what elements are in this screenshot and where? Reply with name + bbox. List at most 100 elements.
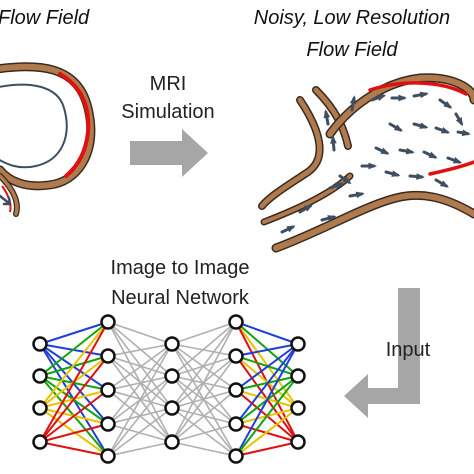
network-node (290, 336, 306, 352)
flow-arrow-head (393, 124, 403, 132)
network-edge (235, 343, 299, 391)
network-edge (235, 441, 299, 457)
mri-label-line1: MRI (150, 73, 187, 95)
network-node (100, 448, 116, 464)
network-node (164, 336, 180, 352)
flow-arrow-head (439, 180, 449, 188)
network-edge (39, 355, 109, 443)
network-node (100, 382, 116, 398)
network-edge (107, 343, 173, 425)
ground-truth-title: Flow Field (0, 7, 90, 29)
network-node (32, 434, 48, 450)
flow-arrow-head (334, 182, 345, 189)
network-node (100, 348, 116, 364)
flow-arrow-head (452, 157, 463, 164)
flow-arrow-head (368, 162, 377, 170)
network-edge (171, 389, 237, 443)
network-edge (107, 321, 173, 377)
network-edge (171, 321, 237, 443)
network-edge (171, 343, 237, 391)
network-edge (171, 423, 237, 443)
flow-arrow-head (327, 215, 337, 222)
ground-truth-vessel (0, 62, 96, 217)
network-node (228, 314, 244, 330)
noisy-title-line2: Flow Field (306, 39, 398, 61)
network-node (290, 400, 306, 416)
network-edge (39, 321, 109, 443)
flow-arrow-head (303, 204, 313, 212)
noisy-title-line1: Noisy, Low Resolution (254, 7, 450, 29)
network-edge (235, 407, 299, 457)
flow-arrow-head (342, 176, 352, 185)
network-edge (171, 321, 237, 345)
flow-arrow-head (461, 129, 471, 137)
network-node (290, 434, 306, 450)
network-edge (39, 389, 109, 443)
network-edge (235, 321, 299, 345)
network-node (164, 400, 180, 416)
flow-arrow-head (349, 95, 357, 105)
network-edge (107, 343, 173, 357)
network-node (32, 400, 48, 416)
network-edge (39, 441, 109, 457)
network-edge (235, 375, 299, 457)
network-edge (107, 375, 173, 457)
network-node (290, 368, 306, 384)
network-edge (39, 321, 109, 409)
network-node (228, 348, 244, 364)
network-edge (107, 321, 173, 345)
network-edge (235, 343, 299, 425)
network-node (228, 416, 244, 432)
network-edge (107, 321, 173, 409)
network-edge (107, 441, 173, 457)
network-edge (39, 321, 109, 345)
flow-arrow-head (286, 225, 296, 233)
network-edge (171, 343, 237, 425)
network-edge (171, 407, 237, 457)
network-node (164, 434, 180, 450)
network-edge (39, 423, 109, 443)
network-edge (235, 343, 299, 357)
network-node (164, 368, 180, 384)
input-label: Input (386, 339, 431, 361)
flow-arrow-head (428, 151, 438, 159)
network-edge (235, 343, 299, 457)
network-edge (171, 355, 237, 443)
network-edge (107, 355, 173, 409)
flow-arrow-head (455, 117, 463, 127)
network-edge (107, 343, 173, 391)
flow-arrow-head (398, 94, 407, 102)
network-node (100, 314, 116, 330)
flow-arrow-head (416, 173, 425, 180)
flow-arrow-head (419, 91, 429, 99)
network-node (32, 336, 48, 352)
flow-arrow-head (355, 191, 365, 199)
flow-arrow-head (419, 122, 429, 129)
network-node (228, 382, 244, 398)
nn-label-line1: Image to Image (111, 257, 250, 279)
network-edge (39, 321, 109, 377)
input-arrow (344, 288, 420, 418)
network-nodes (32, 314, 306, 464)
flow-arrow-head (376, 94, 387, 101)
network-connections (39, 321, 299, 457)
flow-arrow-head (391, 170, 401, 177)
network-edge (107, 407, 173, 457)
network-node (228, 448, 244, 464)
flow-arrow-head (443, 100, 453, 109)
flow-arrow-head (380, 147, 390, 155)
network-node (100, 416, 116, 432)
flow-arrow-head (405, 147, 415, 155)
flow-arrow-head (323, 109, 331, 119)
mri-label-line2: Simulation (121, 101, 214, 123)
network-edge (171, 321, 237, 377)
nn-label-line2: Neural Network (111, 287, 250, 309)
flow-vector-arrows (280, 91, 471, 234)
network-node (32, 368, 48, 384)
network-edge (107, 355, 173, 377)
network-edge (107, 343, 173, 457)
network-edge (171, 441, 237, 457)
flow-arrow-head (440, 127, 451, 134)
